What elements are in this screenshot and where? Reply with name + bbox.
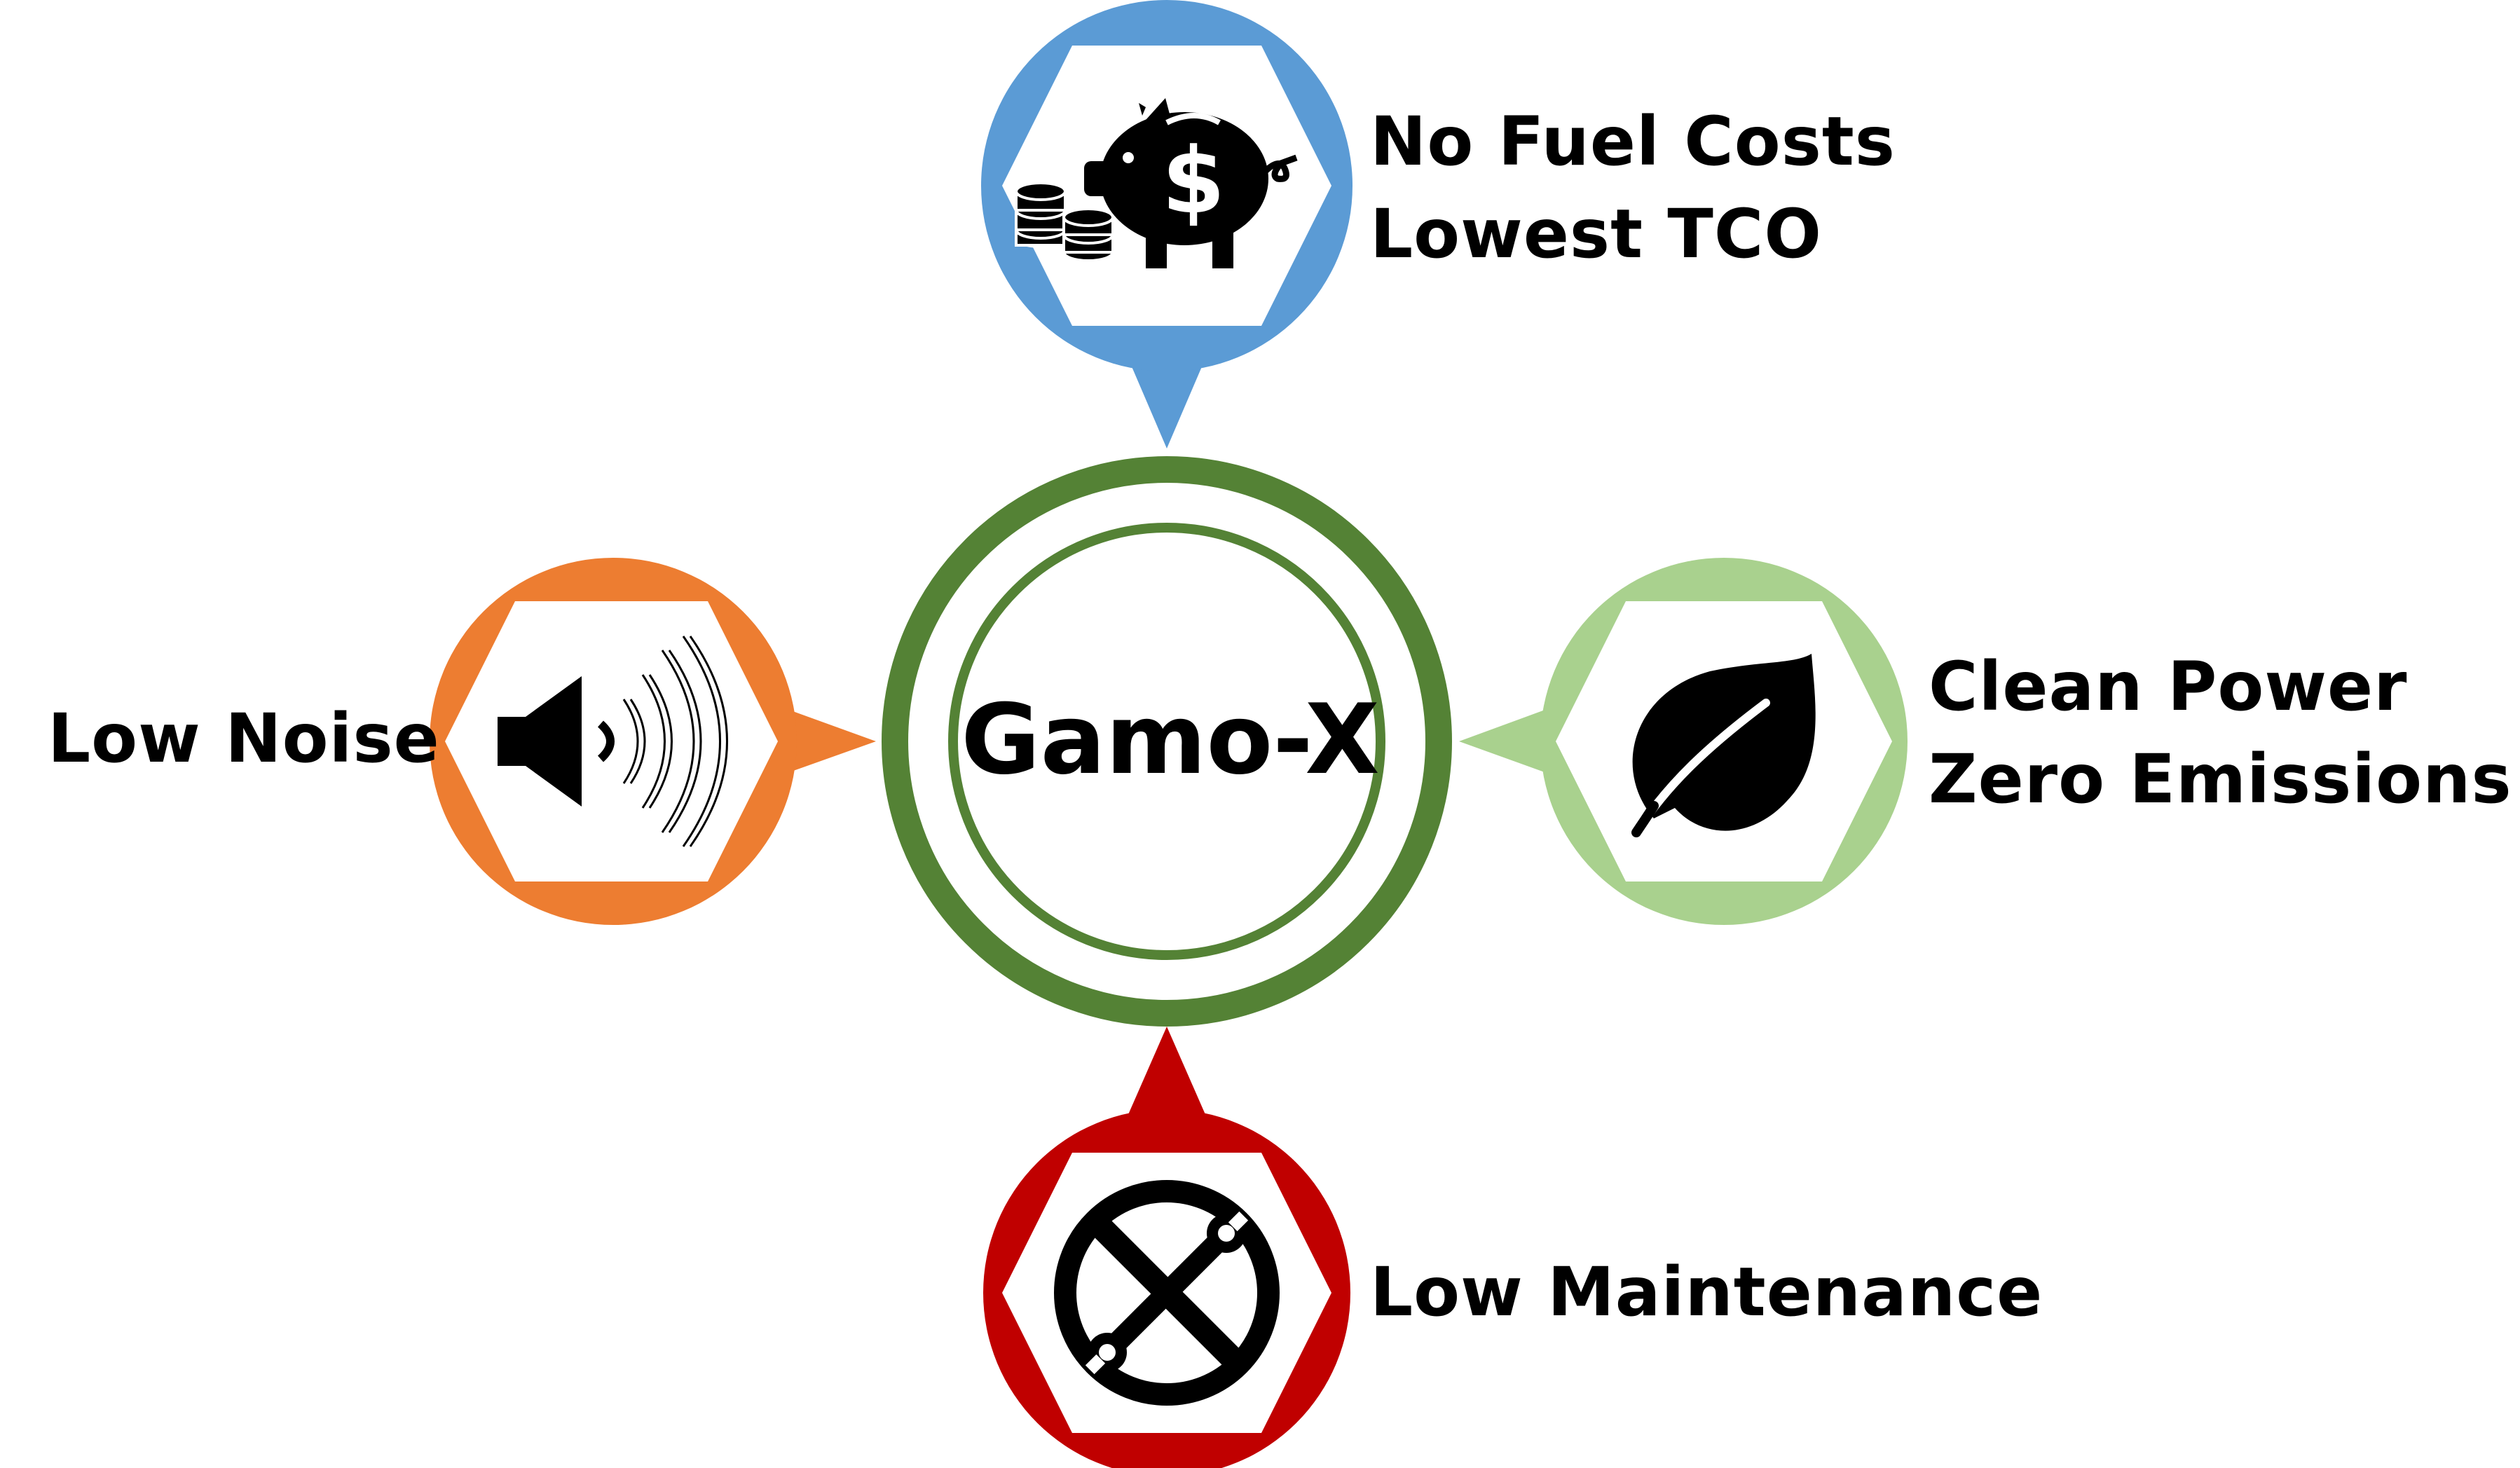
node-bottom-pointer <box>1127 1027 1207 1118</box>
label-left: Low Noise <box>48 692 440 785</box>
label-top-line-1: No Fuel Costs <box>1370 102 1896 181</box>
center-inner-ring <box>948 523 1385 960</box>
label-right-line-1: Clean Power <box>1929 647 2408 726</box>
node-top-pointer <box>1125 350 1209 448</box>
leaf-icon <box>1631 654 1816 837</box>
center-title: Gamo-X <box>961 682 1380 796</box>
center-outer-ring <box>882 456 1452 1027</box>
label-bottom: Low Maintenance <box>1370 1246 2043 1338</box>
svg-text:$: $ <box>1162 128 1225 234</box>
center-hub <box>882 456 1452 1027</box>
label-top-line-2: Lowest TCO <box>1370 195 1822 273</box>
label-top: No Fuel Costs Lowest TCO <box>1370 95 1896 280</box>
node-left <box>430 558 876 925</box>
label-left-line-1: Low Noise <box>48 699 440 778</box>
no-tools-icon <box>1054 1180 1280 1406</box>
label-bottom-line-1: Low Maintenance <box>1370 1253 2043 1331</box>
label-right: Clean Power Zero Emissions <box>1929 640 2512 825</box>
node-top: $ <box>981 0 1353 448</box>
node-bottom <box>983 1027 1350 1468</box>
piggy-bank-icon: $ <box>1015 98 1298 268</box>
speaker-icon <box>498 636 728 847</box>
node-right <box>1459 558 1908 925</box>
label-right-line-2: Zero Emissions <box>1929 740 2512 818</box>
